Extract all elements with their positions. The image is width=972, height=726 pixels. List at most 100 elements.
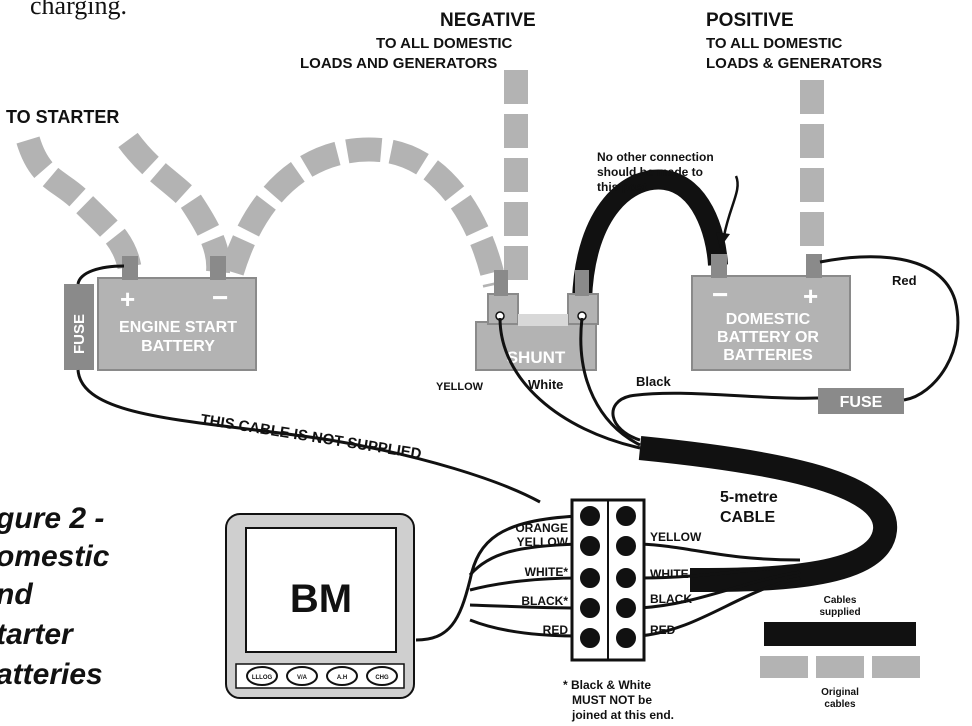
note-line-1: No other connection	[597, 150, 714, 164]
terminal-screw	[578, 504, 602, 528]
terminal-wires	[415, 514, 801, 642]
meter-screen	[245, 527, 397, 653]
domestic-battery-body	[691, 275, 851, 371]
meter-button-2-label: V/A	[297, 675, 308, 681]
meter-display: BM	[290, 577, 352, 621]
terminal-screw	[578, 596, 602, 620]
engine-positive-post	[122, 256, 138, 280]
terminal-left-red: RED	[543, 623, 569, 637]
positive-title: POSITIVE	[706, 10, 794, 31]
shunt-left-post	[494, 270, 508, 296]
label-white: White	[528, 377, 563, 392]
caption-line-2: omestic	[0, 540, 110, 573]
negative-sub-1: TO ALL DOMESTIC	[376, 35, 513, 52]
right-fuse-label: FUSE	[840, 394, 883, 411]
footnote-line-2: MUST NOT be	[572, 693, 652, 707]
wire-fuse-to-engine-positive	[76, 264, 125, 285]
legend-original-2: cables	[824, 699, 856, 710]
terminal-right-red: RED	[650, 623, 676, 637]
label-black: Black	[636, 374, 671, 389]
legend-supplied-1: Cables	[824, 595, 857, 606]
wire-right-white	[639, 564, 801, 580]
terminal-screw	[578, 534, 602, 558]
cable-not-supplied-label: THIS CABLE IS NOT SUPPLIED	[199, 411, 422, 463]
terminal-screw	[614, 596, 638, 620]
positive-sub-2: LOADS & GENERATORS	[706, 55, 882, 72]
engine-battery-body	[97, 277, 257, 371]
shunt: SHUNT	[475, 270, 599, 371]
shunt-right-post	[575, 270, 589, 296]
wire-shunt-yellow	[579, 317, 641, 447]
terminal-block	[570, 498, 646, 662]
top-text: charging.	[30, 0, 127, 20]
terminal-left-black: BLACK*	[521, 594, 568, 608]
legend-original-swatch-2	[816, 656, 864, 678]
positive-sub-1: TO ALL DOMESTIC	[706, 35, 843, 52]
to-starter-label: TO STARTER	[6, 107, 119, 127]
meter-button-2[interactable]	[286, 666, 318, 686]
caption-line-3: nd	[0, 578, 33, 611]
terminal-right-white: WHITE	[650, 567, 689, 581]
thin-wires	[76, 255, 960, 450]
domestic-negative-post	[711, 254, 727, 278]
starter-cable-1	[16, 136, 142, 273]
existing-cables	[16, 70, 824, 288]
bridge-cable	[220, 137, 507, 288]
caption-line-5: atteries	[0, 658, 103, 691]
shunt-label: SHUNT	[507, 348, 566, 367]
engine-plus-sign: +	[120, 284, 135, 314]
domestic-battery-label-3: BATTERIES	[723, 347, 813, 364]
terminal-labels: ORANGE YELLOW WHITE* BLACK* RED YELLOW W…	[515, 521, 702, 637]
terminal-left-orange: ORANGE	[515, 521, 568, 535]
shunt-center	[518, 314, 568, 326]
wire-right-yellow	[639, 542, 801, 562]
footnote-line-1: * Black & White	[563, 678, 651, 692]
domestic-positive-post	[806, 254, 822, 278]
engine-start-battery: + − ENGINE START BATTERY	[97, 256, 257, 371]
legend-original-swatch-1	[760, 656, 808, 678]
engine-battery-label-2: BATTERY	[141, 338, 215, 355]
wire-domestic-positive-red	[819, 255, 960, 402]
terminal-screw	[578, 566, 602, 590]
battery-monitor: BM LLLOG V/A A.H CHG	[225, 513, 415, 699]
negative-sub-2: LOADS AND GENERATORS	[300, 55, 497, 72]
meter-button-3[interactable]	[326, 666, 358, 686]
wire-fuse-to-black-cable	[611, 391, 819, 442]
note-arrow	[722, 175, 739, 237]
footnote-line-3: joined at this end.	[571, 708, 674, 722]
terminal-left-white: WHITE*	[525, 565, 569, 579]
terminal-screws	[578, 504, 638, 650]
meter-button-4[interactable]	[366, 666, 398, 686]
cable-not-supplied	[76, 369, 541, 504]
meter-button-1[interactable]	[246, 666, 278, 686]
positive-label: POSITIVE TO ALL DOMESTIC LOADS & GENERAT…	[706, 10, 882, 72]
connection-note: No other connection should be made to th…	[597, 150, 739, 248]
five-metre-label-1: 5-metre	[720, 489, 778, 506]
terminal-screw	[614, 566, 638, 590]
shunt-to-domestic-negative-cable	[572, 169, 728, 301]
meter-button-1-label: LLLOG	[252, 675, 273, 681]
legend-original-swatch-3	[872, 656, 920, 678]
domestic-battery-label-1: DOMESTIC	[726, 311, 811, 328]
right-fuse-body	[818, 388, 904, 414]
shunt-right-block	[567, 293, 599, 325]
terminal-right-black: BLACK	[650, 592, 692, 606]
meter-button-3-label: A.H	[337, 675, 347, 681]
cable-legend: Cables supplied Original cables	[760, 595, 920, 710]
terminal-left-yellow: YELLOW	[517, 535, 569, 549]
figure-caption: gure 2 - omestic nd tarter atteries	[0, 502, 110, 691]
note-line-3: this post	[597, 180, 647, 194]
terminal-screw	[614, 534, 638, 558]
caption-line-4: tarter	[0, 618, 75, 651]
domestic-plus-sign: +	[803, 281, 818, 311]
wire-right-red	[639, 576, 801, 638]
starter-cable-2	[118, 132, 231, 274]
five-metre-label-2: CABLE	[720, 509, 775, 526]
domestic-minus-sign: −	[712, 279, 728, 310]
terminal-right-yellow: YELLOW	[650, 530, 702, 544]
engine-battery-label-1: ENGINE START	[119, 319, 237, 336]
legend-supplied-swatch	[764, 622, 916, 646]
meter-buttons: LLLOG V/A A.H CHG	[246, 666, 398, 686]
legend-original-1: Original	[821, 687, 859, 698]
caption-line-1: gure 2 -	[0, 502, 104, 535]
